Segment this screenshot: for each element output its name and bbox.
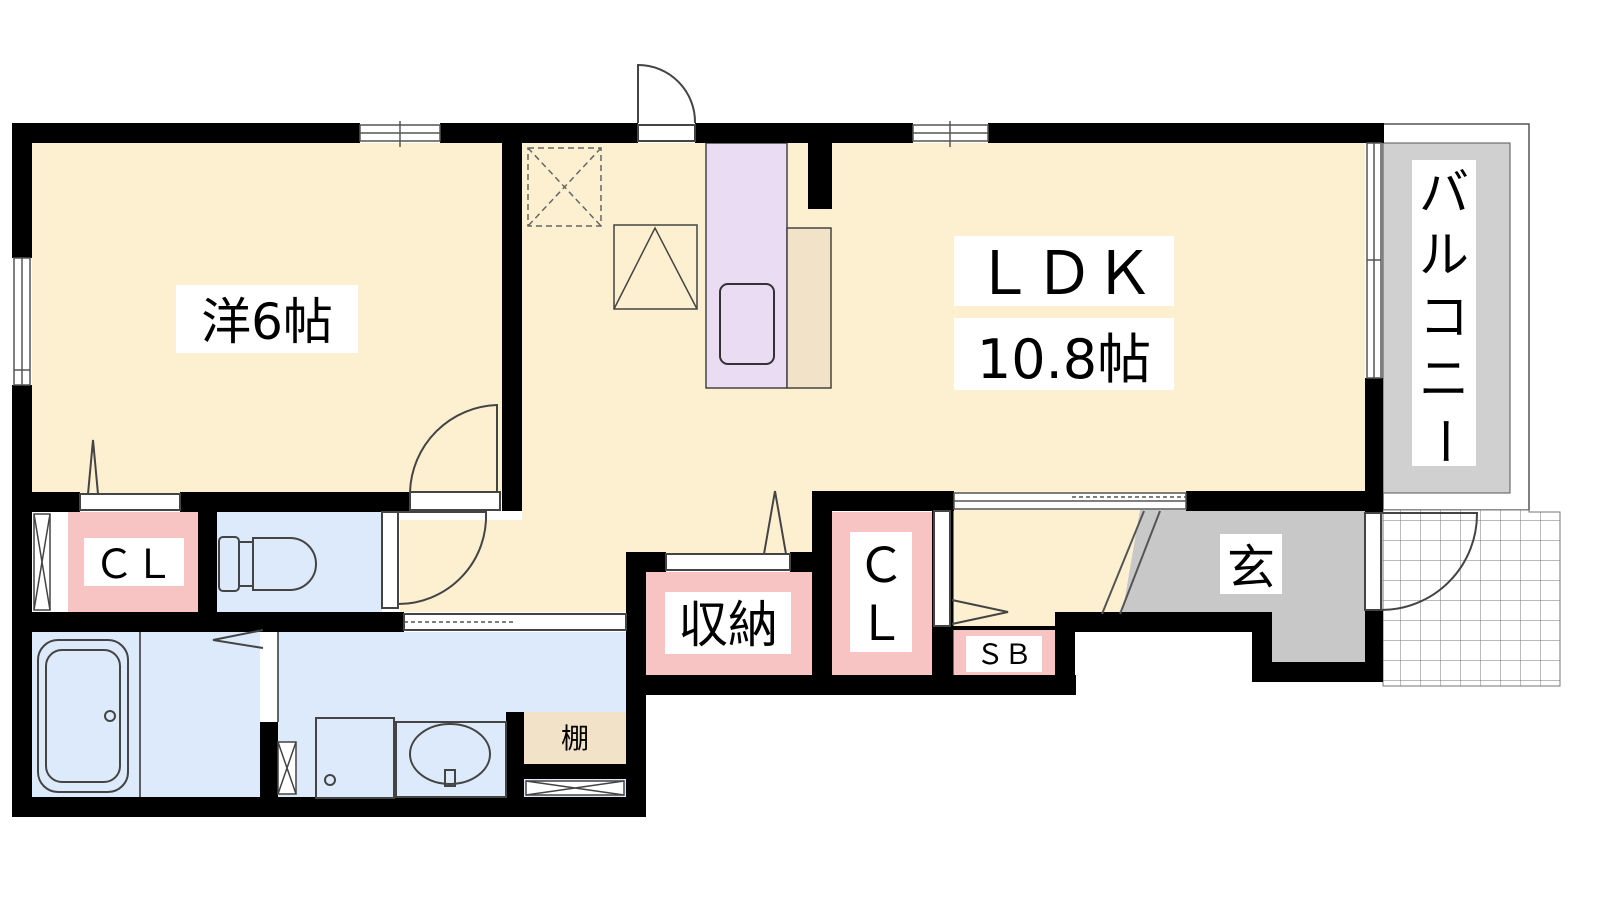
washing-machine-space xyxy=(315,717,395,799)
svg-text:ニ: ニ xyxy=(1419,350,1469,408)
shelf-floor xyxy=(524,712,626,764)
svg-text:Ｌ: Ｌ xyxy=(857,596,905,652)
svg-text:Ｃ: Ｃ xyxy=(857,538,905,594)
entrance-step-2 xyxy=(1119,510,1161,615)
kitchen-side-counter xyxy=(786,227,832,389)
balcony-label: バ ル コ ニ ー xyxy=(1415,164,1473,466)
skylight-cross xyxy=(527,147,602,227)
sink xyxy=(719,283,775,365)
storage-label: 収納 xyxy=(678,596,778,654)
walls xyxy=(12,123,1384,817)
skylight-box xyxy=(527,147,602,227)
svg-text:コ: コ xyxy=(1419,288,1469,346)
entrance-label: 玄 xyxy=(1227,540,1275,596)
refrigerator-mark xyxy=(613,226,698,310)
refrigerator-space xyxy=(613,224,698,310)
ldk-label: ＬＤＫ xyxy=(974,239,1154,309)
shoe-box-label: ＳＢ xyxy=(976,638,1032,671)
toilet-floor xyxy=(217,512,382,613)
svg-text:バ: バ xyxy=(1419,164,1469,222)
svg-text:ー: ー xyxy=(1415,416,1473,466)
pipe-spaces xyxy=(33,513,625,796)
western-room-label: 洋6帖 xyxy=(201,293,333,351)
toilet-fixture xyxy=(218,536,317,592)
washbasin xyxy=(395,721,507,798)
sb-hall-floor xyxy=(952,510,1144,628)
closet-right-label: Ｃ Ｌ xyxy=(857,538,905,652)
window-marks xyxy=(14,121,1381,502)
entrance-step xyxy=(1101,510,1145,615)
porch-tiles xyxy=(1382,509,1561,687)
ldk-size-label: 10.8帖 xyxy=(977,328,1151,391)
bath-floor xyxy=(32,632,260,798)
svg-text:ル: ル xyxy=(1419,226,1469,284)
bathtub xyxy=(37,639,129,793)
drain-icon xyxy=(324,774,336,786)
doors xyxy=(79,63,1479,649)
shelf-label: 棚 xyxy=(561,722,589,755)
closet-left-label: ＣＬ xyxy=(94,542,174,588)
